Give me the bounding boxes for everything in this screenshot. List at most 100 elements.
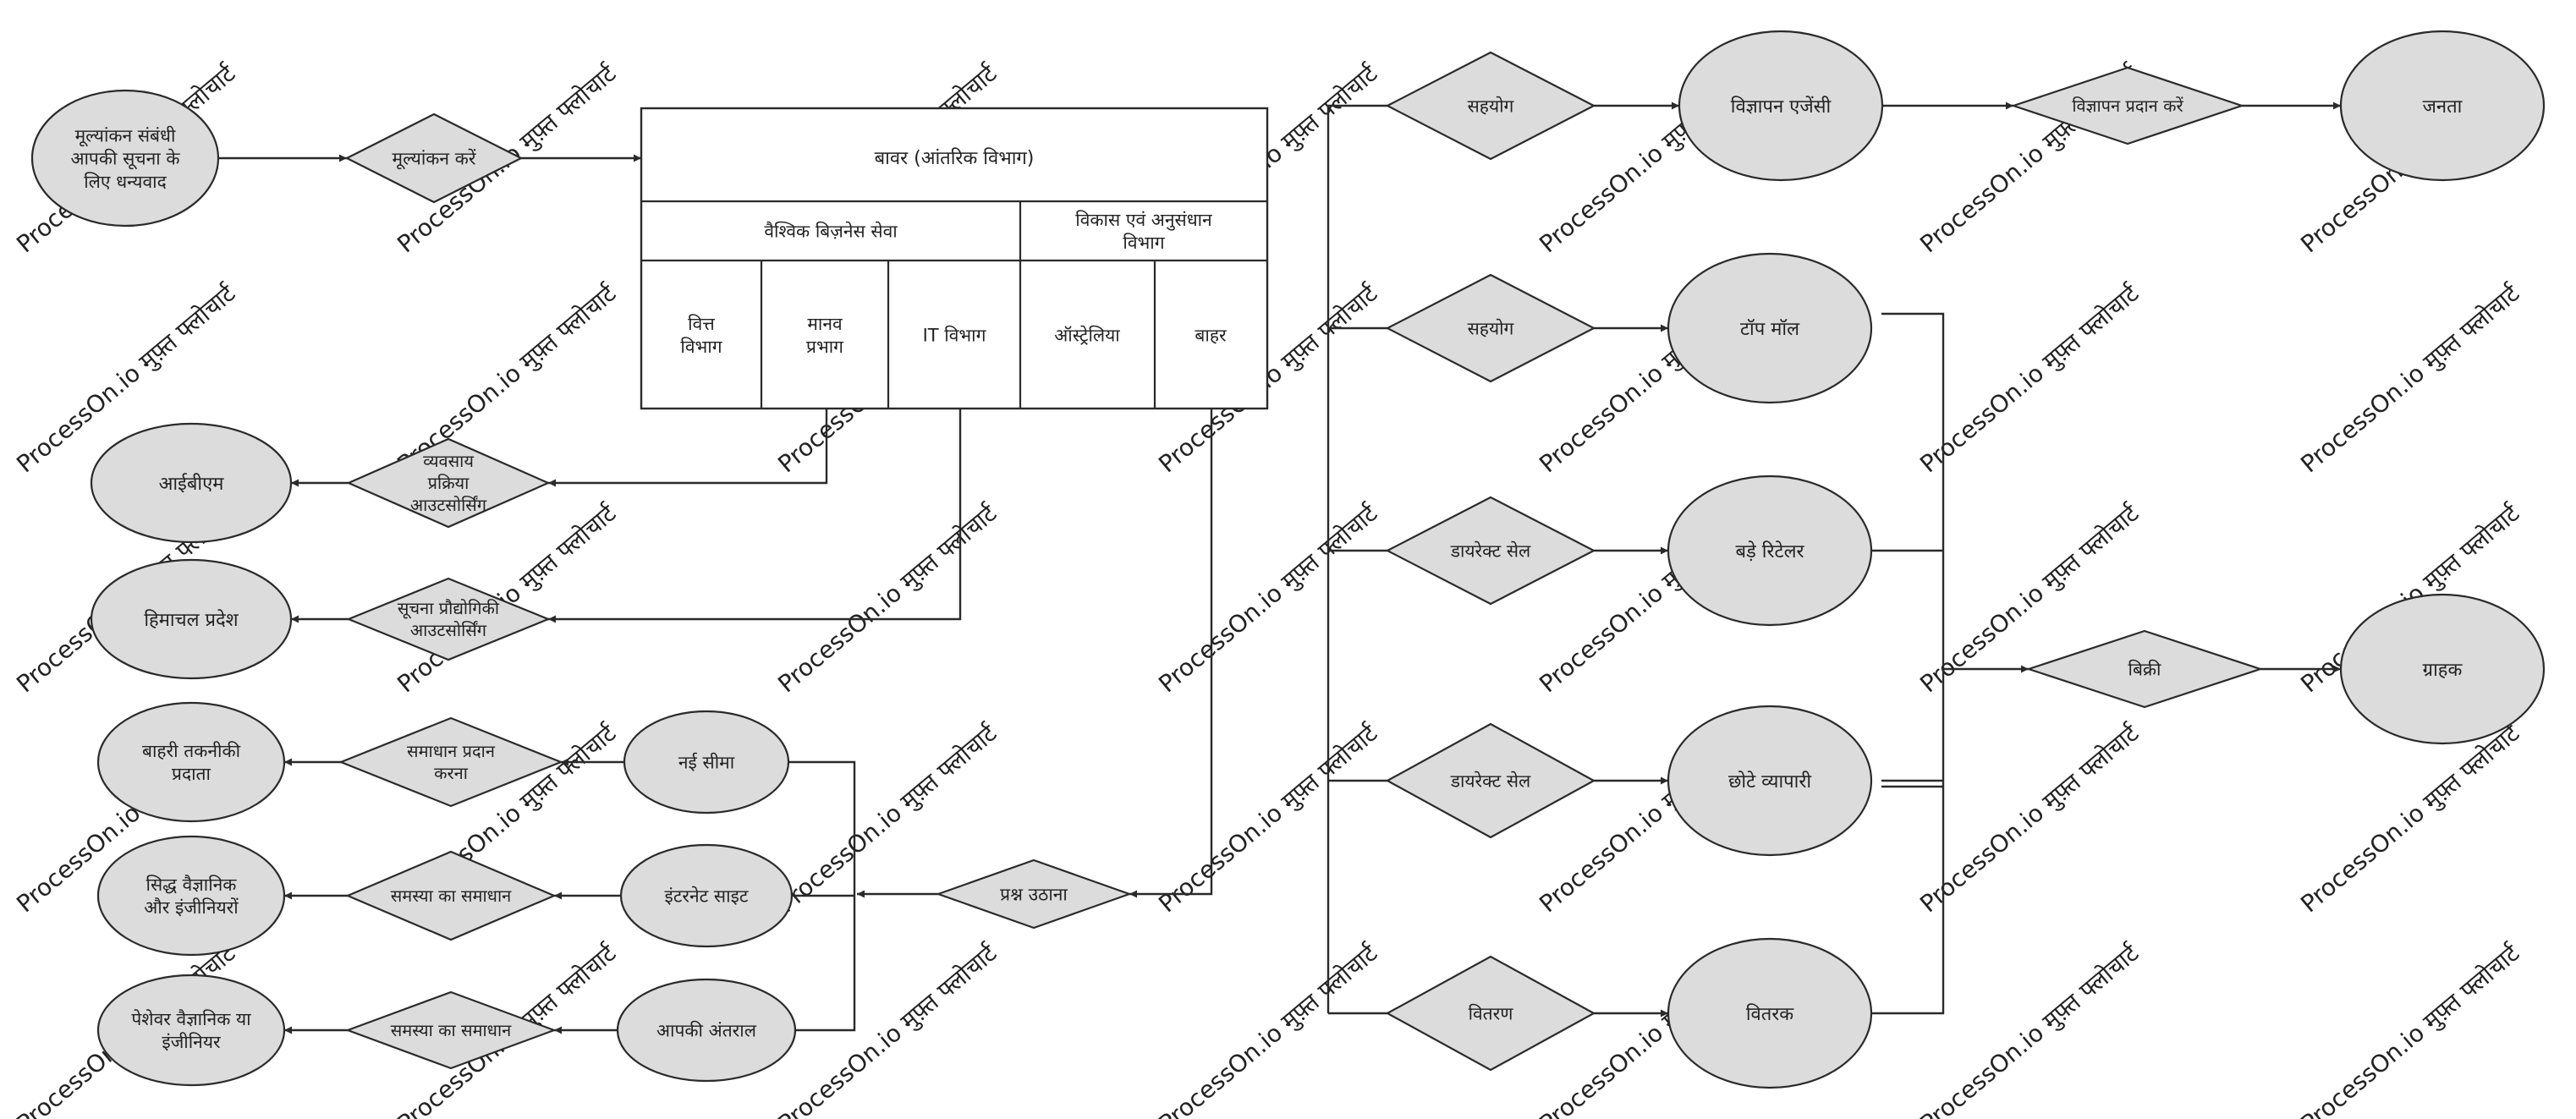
direct-sale-decision-1 <box>1385 496 1596 606</box>
public-node-label: जनता <box>2423 96 2463 118</box>
table-group-rnd-label-line: विकास एवं अनुसंधान <box>1075 210 1212 231</box>
himachal-node <box>90 558 293 680</box>
distribution-decision <box>1385 955 1596 1072</box>
advertise-decision-label: विज्ञापन प्रदान करें <box>2072 96 2183 116</box>
new-frontier-node <box>623 710 790 815</box>
department-table <box>640 107 1269 410</box>
distributor-node-label: वितरक <box>1746 1003 1794 1025</box>
table-group-global-business-label: वैश्विक बिज़नेस सेवा <box>764 222 898 242</box>
table-cell-finance-label-line: वित्त <box>688 314 715 334</box>
table-title-label: बावर (आंतरिक विभाग) <box>875 147 1035 169</box>
solution-decision-1-label-line: समाधान प्रदान <box>407 741 496 761</box>
ito-decision-label-line: आउटसोर्सिंग <box>410 620 487 640</box>
public-node <box>2339 30 2546 182</box>
tech-provider-node-label: बाहरी तकनीकी प्रदाता <box>142 741 241 784</box>
tech-provider-node-label-line: बाहरी तकनीकी <box>142 741 241 761</box>
solution-decision-3-label-line: समस्या का समाधान <box>391 1020 512 1040</box>
solution-decision-1-label-line: करना <box>434 763 469 783</box>
sale-decision-label: बिक्री <box>2128 660 2162 680</box>
start-node <box>30 89 220 228</box>
customer-node-label-line: ग्राहक <box>2423 660 2463 681</box>
collab-decision-1-label-line: सहयोग <box>1468 96 1515 117</box>
internet-site-node <box>619 843 794 948</box>
ito-decision-label: सूचना प्रौद्योगिकीआउटसोर्सिंग <box>398 598 500 640</box>
small-traders-node <box>1667 705 1873 857</box>
ibm-node-label: आईबीएम <box>159 473 225 495</box>
direct-sale-decision-2 <box>1385 722 1596 839</box>
direct-sale-decision-1-label-line: डायरेक्ट सेल <box>1450 541 1531 562</box>
start-node-label-line: मूल्यांकन संबंधी <box>75 125 176 146</box>
feedback-decision <box>935 858 1133 930</box>
top-mall-node-label: टॉप मॉल <box>1740 318 1800 340</box>
table-group-global-business-label-line: वैश्विक बिज़नेस सेवा <box>764 222 898 242</box>
evaluate-decision <box>344 112 524 204</box>
table-cell-australia-label-line: ऑस्ट्रेलिया <box>1054 326 1120 346</box>
solution-decision-2-label-line: समस्या का समाधान <box>391 886 512 906</box>
tech-provider-node-label-line: प्रदाता <box>172 764 211 784</box>
evaluate-decision-label: मूल्यांकन करें <box>393 149 476 170</box>
tech-provider-node <box>96 701 286 823</box>
bpo-decision-label-line: आउटसोर्सिंग <box>410 495 487 515</box>
table-cell-it-label: IT विभाग <box>923 326 987 346</box>
start-node-label-line: लिए धन्यवाद <box>84 172 167 192</box>
ad-agency-node-label-line: विज्ञापन एजेंसी <box>1731 96 1832 118</box>
edge-hr-bpo <box>548 409 828 487</box>
small-traders-node-label: छोटे व्यापारी <box>1728 771 1811 793</box>
feedback-decision-label-line: प्रश्न उठाना <box>1000 885 1068 905</box>
your-gap-node-label: आपकी अंतराल <box>656 1021 757 1041</box>
solution-decision-2-label: समस्या का समाधान <box>391 886 512 906</box>
table-cell-hr-label-line: प्रभाग <box>806 337 844 357</box>
solution-decision-1 <box>338 716 563 808</box>
solution-decision-3-label: समस्या का समाधान <box>391 1020 512 1040</box>
ad-agency-node <box>1678 30 1884 182</box>
big-retailer-node-label-line: बड़े रिटेलर <box>1735 540 1804 562</box>
node-layer: मूल्यांकन संबंधी आपकी सूचना केलिए धन्यवाद… <box>30 30 2546 1089</box>
direct-sale-decision-1-label: डायरेक्ट सेल <box>1450 541 1531 562</box>
start-node-label-line: आपकी सूचना के <box>70 149 180 170</box>
bpo-decision-label-line: व्यवसाय <box>423 451 474 471</box>
ad-agency-node-label: विज्ञापन एजेंसी <box>1731 96 1832 118</box>
professional-node-label: पेशेवर वैज्ञानिक या इंजीनियर <box>131 1009 251 1052</box>
scientists-node-label-line: सिद्ध वैज्ञानिक <box>146 875 238 895</box>
sale-decision-label-line: बिक्री <box>2128 660 2162 680</box>
internet-site-node-label: इंटरनेट साइट <box>665 886 749 907</box>
small-traders-node-label-line: छोटे व्यापारी <box>1728 771 1811 793</box>
top-mall-node <box>1667 252 1873 404</box>
edge-it-ito <box>548 409 962 623</box>
connector-layer <box>218 101 2341 1034</box>
solution-decision-2 <box>345 850 557 941</box>
edge-merge <box>1871 312 1945 1015</box>
big-retailer-node <box>1667 474 1873 627</box>
scientists-node-label-line: और इंजीनियरों <box>144 897 239 918</box>
edge-outside-feedback <box>1129 409 1213 898</box>
solution-decision-3 <box>344 990 557 1070</box>
table-cell-hr-label-line: मानव <box>807 314 843 334</box>
table-cell-it-label-line: IT विभाग <box>923 326 987 346</box>
collab-decision-2-label: सहयोग <box>1468 319 1515 339</box>
direct-sale-decision-2-label: डायरेक्ट सेल <box>1450 771 1531 792</box>
your-gap-node <box>616 978 797 1083</box>
collab-decision-2 <box>1385 273 1596 383</box>
table-cell-outside-label: बाहर <box>1195 326 1227 346</box>
new-frontier-node-label: नई सीमा <box>678 753 735 773</box>
professional-node-label-line: इंजीनियर <box>162 1032 221 1052</box>
collab-decision-1 <box>1385 51 1596 161</box>
your-gap-node-label-line: आपकी अंतराल <box>656 1021 757 1041</box>
customer-node <box>2339 593 2546 745</box>
table-cell-outside-label-line: बाहर <box>1195 326 1227 346</box>
internet-site-node-label-line: इंटरनेट साइट <box>665 886 749 907</box>
start-node-label: मूल्यांकन संबंधी आपकी सूचना केलिए धन्यवाद <box>70 125 180 192</box>
himachal-node-label-line: हिमाचल प्रदेश <box>144 609 239 631</box>
distributor-node-label-line: वितरक <box>1746 1003 1794 1025</box>
ito-decision <box>346 577 551 661</box>
ibm-node <box>90 422 293 544</box>
professional-node-label-line: पेशेवर वैज्ञानिक या <box>131 1009 251 1029</box>
table-cell-hr-label: मानव प्रभाग <box>806 314 844 357</box>
customer-node-label: ग्राहक <box>2423 660 2463 681</box>
distributor-node <box>1667 937 1873 1089</box>
advertise-decision-label-line: विज्ञापन प्रदान करें <box>2072 96 2183 116</box>
